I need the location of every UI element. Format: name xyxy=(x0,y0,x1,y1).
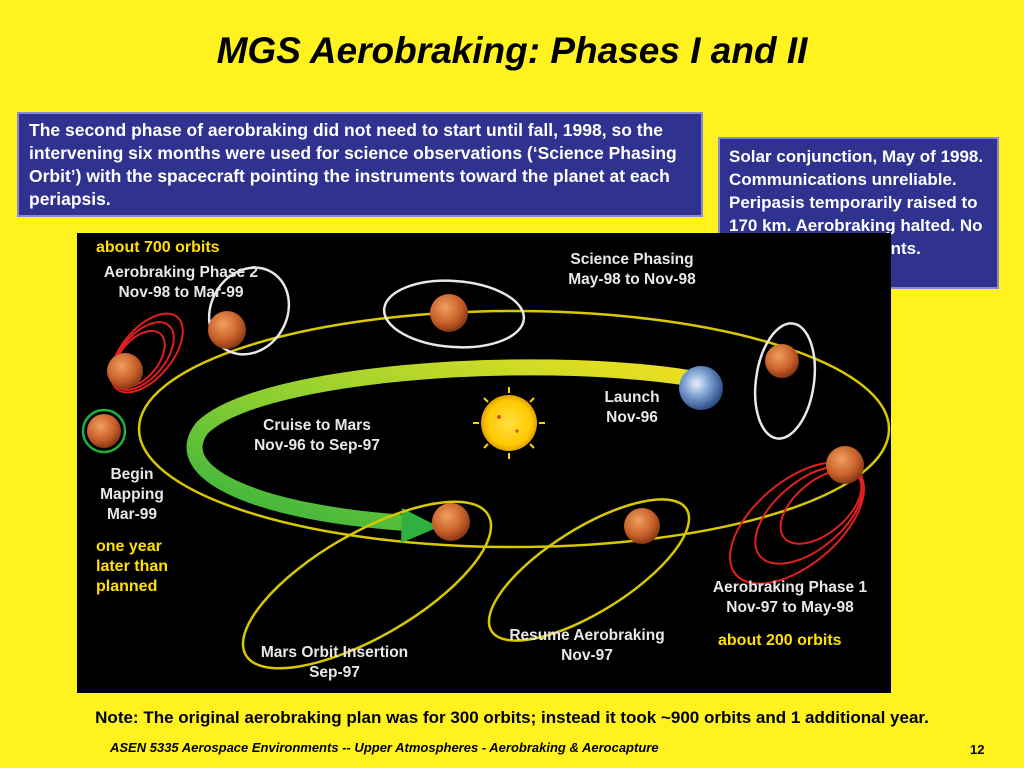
cruise-trajectory-arrow xyxy=(186,359,697,531)
mapping-orbit xyxy=(81,408,127,454)
phase2-dates: Nov-98 to Mar-99 xyxy=(118,284,244,301)
resume-date: Nov-97 xyxy=(561,647,613,664)
about-700-orbits-label: about 700 orbits xyxy=(96,239,220,256)
science-title: Science Phasing xyxy=(570,251,694,268)
mars-orbit-path xyxy=(137,309,891,549)
orbit-diagram-graphic xyxy=(81,266,891,670)
one-year-line-3: planned xyxy=(96,578,158,595)
mars-icon xyxy=(430,294,468,332)
page-number: 12 xyxy=(970,742,985,757)
about-200-orbits-label: about 200 orbits xyxy=(718,632,842,649)
mars-icon xyxy=(432,503,470,541)
one-year-line-2: later than xyxy=(96,558,169,575)
mars-icon xyxy=(624,508,660,544)
phase1-label: Aerobraking Phase 1 Nov-97 to May-98 xyxy=(695,578,885,618)
phase2-label: Aerobraking Phase 2 Nov-98 to Mar-99 xyxy=(91,263,271,303)
mars-icon xyxy=(107,353,143,389)
launch-label: Launch Nov-96 xyxy=(587,388,677,428)
mapping-line-3: Mar-99 xyxy=(107,506,157,523)
resume-aerobraking-label: Resume Aerobraking Nov-97 xyxy=(492,626,682,666)
resume-title: Resume Aerobraking xyxy=(509,627,665,644)
phase2-red-orbits xyxy=(110,312,184,394)
cruise-title: Cruise to Mars xyxy=(263,417,371,434)
mars-icon xyxy=(826,446,864,484)
insertion-orbit xyxy=(241,500,493,670)
launch-date: Nov-96 xyxy=(606,409,658,426)
mission-diagram: about 700 orbits about 200 orbits one ye… xyxy=(77,233,891,693)
phase1-title: Aerobraking Phase 1 xyxy=(712,579,868,596)
one-year-line-1: one year xyxy=(96,538,162,555)
mapping-line-1: Begin xyxy=(110,466,154,483)
cruise-dates: Nov-96 to Sep-97 xyxy=(254,437,380,454)
phase2-title: Aerobraking Phase 2 xyxy=(103,264,259,281)
cruise-label: Cruise to Mars Nov-96 to Sep-97 xyxy=(237,416,397,456)
mars-icon xyxy=(208,311,246,349)
mars-icon xyxy=(87,414,121,448)
resume-orbit xyxy=(487,498,691,642)
slide-title: MGS Aerobraking: Phases I and II xyxy=(216,30,808,71)
begin-mapping-label: Begin Mapping Mar-99 xyxy=(82,465,182,525)
moi-date: Sep-97 xyxy=(309,664,360,681)
science-phasing-orbit xyxy=(382,279,526,349)
phase1-dates: Nov-97 to May-98 xyxy=(726,599,854,616)
science-phasing-label: Science Phasing May-98 to Nov-98 xyxy=(552,250,712,290)
mars-icon xyxy=(765,344,799,378)
earth-icon xyxy=(679,366,723,410)
conjunction-white-orbit xyxy=(753,322,817,440)
cruise-arrowhead xyxy=(401,508,439,543)
orbit-insertion-label: Mars Orbit Insertion Sep-97 xyxy=(242,643,427,683)
science-phasing-textbox: The second phase of aerobraking did not … xyxy=(17,112,703,217)
phase2-white-orbit xyxy=(207,266,291,356)
sun-icon xyxy=(473,387,545,459)
mapping-line-2: Mapping xyxy=(100,486,164,503)
science-dates: May-98 to Nov-98 xyxy=(568,271,696,288)
moi-title: Mars Orbit Insertion xyxy=(260,644,409,661)
course-footer: ASEN 5335 Aerospace Environments -- Uppe… xyxy=(110,740,659,755)
footnote: Note: The original aerobraking plan was … xyxy=(95,708,929,727)
one-year-later-label: one year later than planned xyxy=(96,537,168,597)
launch-title: Launch xyxy=(604,389,660,406)
